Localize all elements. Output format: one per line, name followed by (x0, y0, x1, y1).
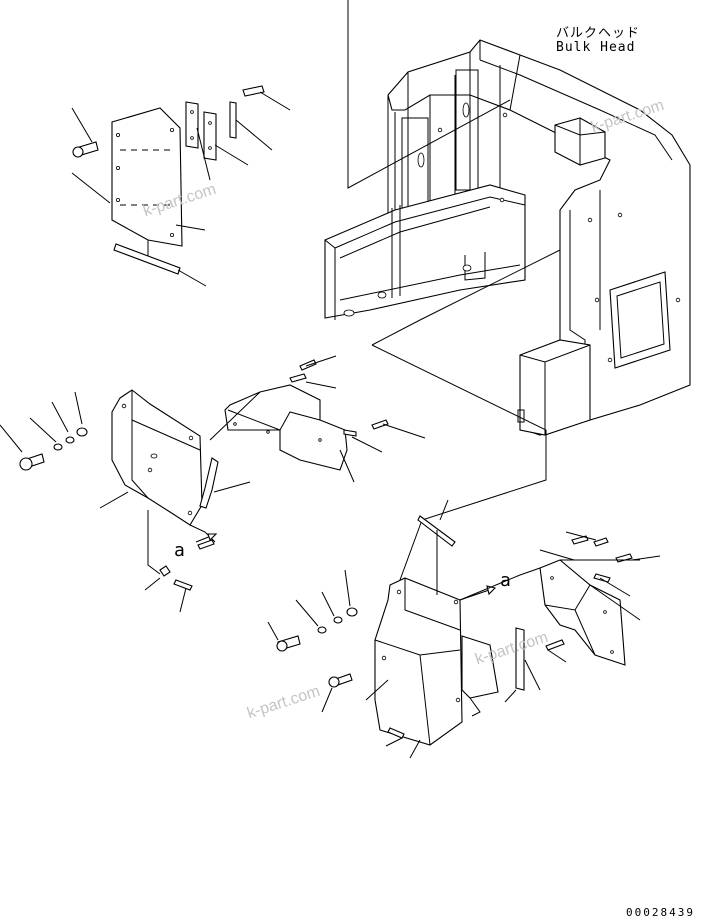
bulkhead-title-english: Bulk Head (556, 40, 636, 55)
upper-cover-plate-group (72, 85, 265, 275)
middle-group-leaders (0, 355, 426, 613)
bulkhead-title-japanese: バルクヘッド (556, 26, 641, 41)
lower-group-leaders (267, 499, 661, 759)
upper-group-leaders (71, 91, 291, 287)
middle-cover-group (19, 359, 389, 591)
lower-cover-group (276, 515, 633, 746)
drawing-number: 00028439 (626, 906, 695, 919)
view-marker-a-left: a (174, 540, 185, 561)
view-marker-a-right: a (500, 570, 511, 591)
bulkhead-leader-line (347, 0, 511, 189)
lower-bracket-lines (459, 559, 641, 621)
bulkhead-frame (324, 39, 691, 436)
a-arrow-1-head (207, 533, 218, 542)
